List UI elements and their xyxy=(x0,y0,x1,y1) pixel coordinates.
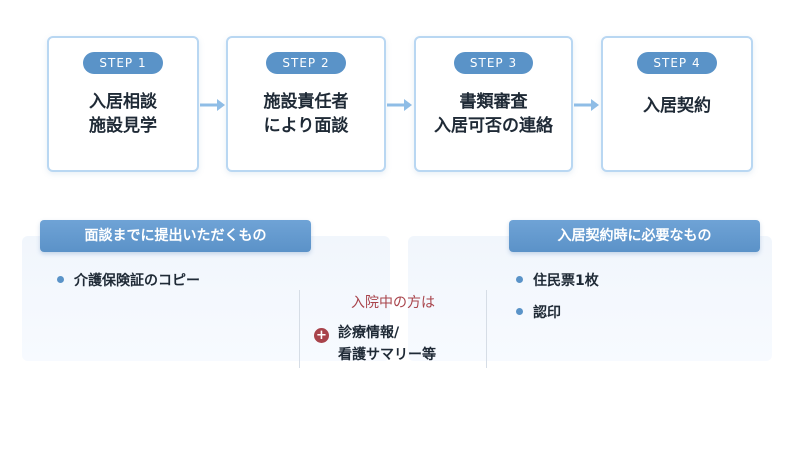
plus-icon: + xyxy=(314,328,329,343)
contract-panel xyxy=(408,236,772,361)
step-3-card: STEP 3 書類審査 入居可否の連絡 xyxy=(414,36,573,172)
divider xyxy=(299,290,300,368)
interview-panel xyxy=(22,236,390,361)
step-3-title: 書類審査 入居可否の連絡 xyxy=(434,90,553,138)
hospital-item-line-1: 診療情報/ xyxy=(338,325,400,341)
arrow-right-icon xyxy=(387,99,412,111)
hospital-item-line-2: 看護サマリー等 xyxy=(338,347,436,363)
step-3-badge: STEP 3 xyxy=(453,52,534,74)
step-1-line-2: 施設見学 xyxy=(89,116,157,136)
step-4-title: 入居契約 xyxy=(643,94,711,118)
step-4-card: STEP 4 入居契約 xyxy=(601,36,753,172)
step-1-card: STEP 1 入居相談 施設見学 xyxy=(47,36,199,172)
bullet-icon xyxy=(516,276,523,283)
divider xyxy=(486,290,487,368)
contract-heading: 入居契約時に必要なもの xyxy=(509,220,760,252)
interview-item: 介護保険証のコピー xyxy=(74,273,200,289)
arrow-right-icon xyxy=(574,99,599,111)
step-1-title: 入居相談 施設見学 xyxy=(89,90,157,138)
step-2-line-1: 施設責任者 xyxy=(263,92,349,112)
contract-item: 認印 xyxy=(533,305,561,321)
arrow-right-icon xyxy=(200,99,225,111)
hospital-item: 診療情報/ 看護サマリー等 xyxy=(338,322,436,366)
step-4-badge: STEP 4 xyxy=(637,52,717,74)
interview-heading: 面談までに提出いただくもの xyxy=(40,220,311,252)
bullet-icon xyxy=(57,276,64,283)
step-2-card: STEP 2 施設責任者 により面談 xyxy=(226,36,386,172)
step-3-line-1: 書類審査 xyxy=(459,92,528,112)
contract-item: 住民票1枚 xyxy=(533,273,599,289)
step-1-badge: STEP 1 xyxy=(83,52,163,74)
step-4-line-1: 入居契約 xyxy=(643,96,711,116)
bullet-icon xyxy=(516,308,523,315)
hospital-title: 入院中の方は xyxy=(351,295,435,311)
step-2-badge: STEP 2 xyxy=(266,52,346,74)
step-2-title: 施設責任者 により面談 xyxy=(264,90,349,138)
step-3-line-2: 入居可否の連絡 xyxy=(434,116,553,136)
step-2-line-2: により面談 xyxy=(263,116,349,136)
step-1-line-1: 入居相談 xyxy=(89,92,157,112)
